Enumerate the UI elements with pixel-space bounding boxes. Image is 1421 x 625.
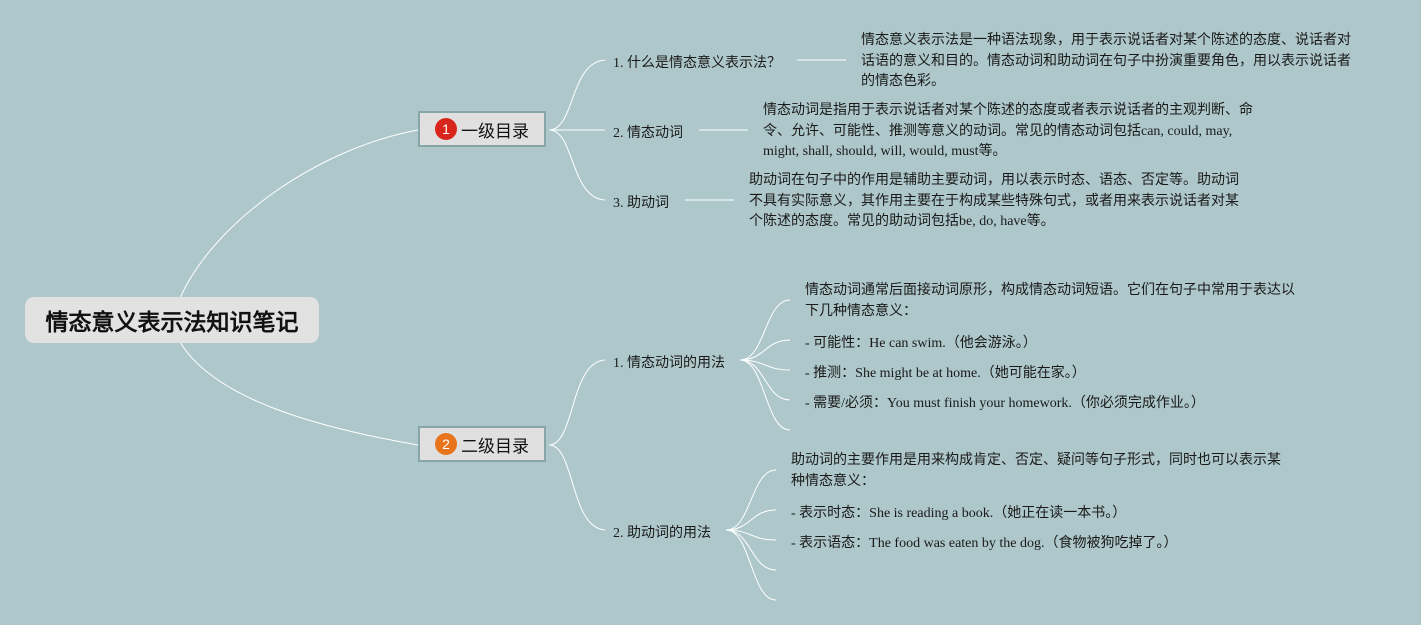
- section-2-node[interactable]: 2 二级目录: [418, 426, 546, 462]
- section-1-number-badge: 1: [435, 118, 457, 140]
- s1-item-2-label[interactable]: 2. 情态动词: [613, 126, 683, 141]
- s2-item-2-list-item: - 表示时态：She is reading a book.（她正在读一本书。）: [791, 506, 1127, 521]
- s1-item-3-label[interactable]: 3. 助动词: [613, 196, 669, 211]
- connector-s2-i2-l1: [725, 509, 777, 531]
- root-topic[interactable]: 情态意义表示法知识笔记: [25, 297, 319, 343]
- s2-item-1-intro: 情态动词通常后面接动词原形，构成情态动词短语。它们在句子中常用于表达以下几种情态…: [805, 283, 1295, 319]
- s1-item-3-note: 助动词在句子中的作用是辅助主要动词，用以表示时态、语态、否定等。助动词不具有实际…: [749, 173, 1239, 229]
- connector-s2-i1-intro: [739, 299, 791, 361]
- s2-item-2-list-item: - 表示语态：The food was eaten by the dog.（食物…: [791, 536, 1178, 551]
- connector-s2-item-2: [548, 444, 606, 531]
- connector-s2-i1-l4: [739, 359, 791, 431]
- s2-item-1-label[interactable]: 1. 情态动词的用法: [613, 356, 725, 371]
- section-2-title: 二级目录: [461, 436, 529, 457]
- connector-root-section-2: [179, 341, 419, 446]
- connector-s2-i2-l3: [725, 529, 777, 571]
- connector-s1-item-1: [548, 59, 606, 131]
- connector-s2-i2-l4: [725, 529, 777, 601]
- s1-item-1-note: 情态意义表示法是一种语法现象，用于表示说话者对某个陈述的态度、说话者对话语的意义…: [861, 33, 1351, 89]
- connector-s2-i1-l1: [739, 339, 791, 361]
- connector-s1-item-3: [548, 129, 606, 201]
- section-2-number-badge: 2: [435, 433, 457, 455]
- s2-item-2-intro: 助动词的主要作用是用来构成肯定、否定、疑问等句子形式，同时也可以表示某种情态意义…: [791, 453, 1281, 489]
- s2-item-1-list-item: - 可能性：He can swim.（他会游泳。）: [805, 336, 1037, 351]
- s1-item-1-label[interactable]: 1. 什么是情态意义表示法？: [613, 56, 781, 71]
- connector-s2-i1-l3: [739, 359, 791, 401]
- s2-item-2-label[interactable]: 2. 助动词的用法: [613, 526, 711, 541]
- section-1-node[interactable]: 1 一级目录: [418, 111, 546, 147]
- section-1-title: 一级目录: [461, 121, 529, 142]
- s1-item-2-note: 情态动词是指用于表示说话者对某个陈述的态度或者表示说话者的主观判断、命令、允许、…: [763, 103, 1253, 159]
- s2-item-1-list-item: - 需要/必须：You must finish your homework.（你…: [805, 396, 1205, 411]
- connector-root-section-1: [179, 129, 419, 299]
- root-title: 情态意义表示法知识笔记: [45, 310, 299, 336]
- connector-s2-item-1: [548, 359, 606, 446]
- connector-s2-i2-intro: [725, 469, 777, 531]
- s2-item-1-list-item: - 推测：She might be at home.（她可能在家。）: [805, 366, 1086, 381]
